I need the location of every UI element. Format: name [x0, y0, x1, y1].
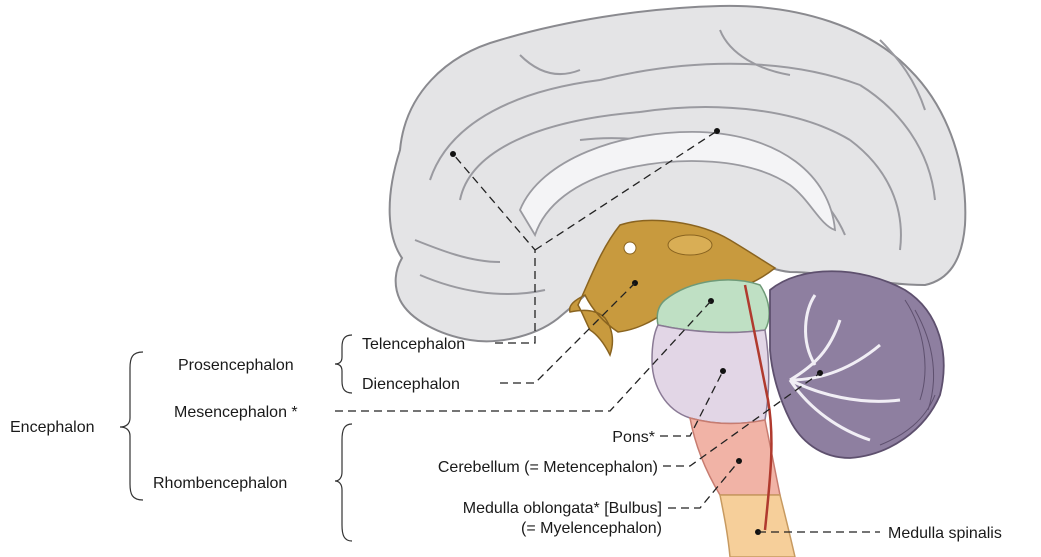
- label-rhombencephalon: Rhombencephalon: [153, 475, 287, 492]
- pons-region: [652, 325, 769, 424]
- rhombencephalon-brace: [335, 424, 352, 541]
- prosencephalon-brace: [335, 335, 352, 393]
- label-telencephalon: Telencephalon: [362, 336, 465, 353]
- cerebellum-region: [770, 271, 944, 458]
- label-pons: Pons*: [612, 429, 655, 446]
- label-myelencephalon: (= Myelencephalon): [521, 520, 662, 537]
- label-diencephalon: Diencephalon: [362, 376, 460, 393]
- label-prosencephalon: Prosencephalon: [178, 357, 294, 374]
- label-encephalon: Encephalon: [10, 419, 95, 436]
- spinal-cord-region: [720, 495, 795, 557]
- label-medulla-oblongata: Medulla oblongata* [Bulbus]: [463, 500, 662, 517]
- label-cerebellum: Cerebellum (= Metencephalon): [438, 459, 658, 476]
- encephalon-brace: [120, 352, 143, 500]
- label-mesencephalon: Mesencephalon *: [174, 404, 298, 421]
- label-medulla-spinalis: Medulla spinalis: [888, 525, 1002, 542]
